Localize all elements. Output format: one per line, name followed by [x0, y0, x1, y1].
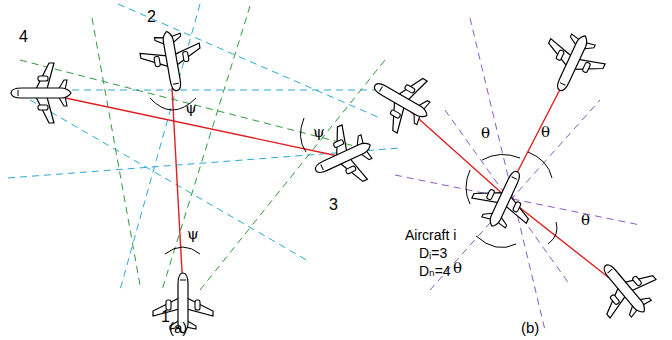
panel-label: (a)	[168, 320, 188, 337]
aircraft-number: 2	[146, 8, 157, 26]
aircraft-name: Aircraft i	[404, 228, 457, 243]
degree-label: Dᵢ=3	[418, 246, 448, 261]
angle-label: θ	[540, 124, 551, 141]
panel-label: (b)	[520, 320, 540, 337]
aircraft-number: 3	[328, 196, 339, 214]
angle-label: ψ	[184, 100, 198, 117]
degree-label: Dₙ=4	[418, 264, 452, 279]
angle-label: ψ	[312, 124, 326, 141]
angle-label: θ	[580, 212, 591, 229]
angle-label: ψ	[186, 226, 200, 243]
angle-label: θ	[480, 125, 491, 142]
angle-label: θ	[452, 260, 463, 277]
aircraft-number: 4	[18, 28, 29, 46]
